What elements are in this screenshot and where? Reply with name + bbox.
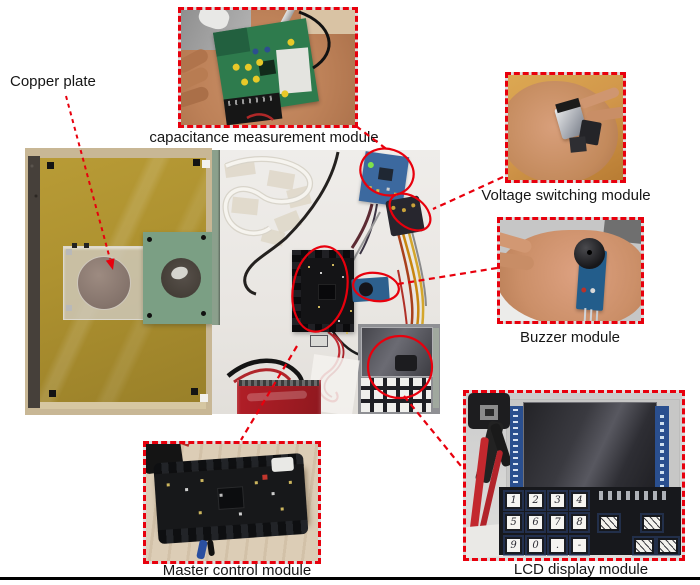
buzzer-cylinder <box>574 238 605 269</box>
key-8: 8 <box>571 514 588 531</box>
battery <box>237 380 321 414</box>
white-chip <box>202 160 210 168</box>
bottom-rule <box>0 577 700 580</box>
green-edge-strip <box>212 150 220 325</box>
master-pcb-group <box>153 452 311 549</box>
pcb-specks <box>166 483 170 487</box>
photo-master-module <box>143 441 321 564</box>
photo-lcd-module: 1 2 3 4 5 6 7 8 9 0 . - <box>463 390 685 561</box>
white-chip <box>200 394 208 402</box>
clip-notch <box>485 409 494 416</box>
gold-pins <box>391 205 396 211</box>
header-top <box>301 250 354 258</box>
label-capacitance-module: capacitance measurement module <box>149 129 379 146</box>
plastic-shine <box>246 390 308 402</box>
black-block <box>569 136 587 153</box>
lcd-pin-strip <box>510 406 523 492</box>
acrylic-box <box>63 243 145 320</box>
label-lcd-module: LCD display module <box>513 561 649 578</box>
clip-screws <box>72 243 77 248</box>
slide-switch <box>310 335 328 347</box>
white-connector <box>271 456 295 473</box>
key-dot: . <box>549 537 566 554</box>
key-7: 7 <box>549 514 566 531</box>
battery-pin-strip <box>239 380 319 386</box>
pin-marks <box>513 409 518 489</box>
corner-clamp <box>49 390 56 397</box>
pcb-led <box>581 287 587 293</box>
key-2: 2 <box>527 492 544 509</box>
lcd-screen <box>523 402 657 498</box>
key-function-2 <box>642 515 662 531</box>
pcb-dots <box>368 185 372 190</box>
buzzer-module-small <box>351 276 390 303</box>
key-3: 3 <box>549 492 566 509</box>
master-pcb-main <box>292 250 354 332</box>
main-chip <box>217 486 245 510</box>
photo-capacitance-module <box>178 7 358 128</box>
corner-clamp <box>193 159 200 166</box>
key-minus: - <box>571 537 588 554</box>
chip <box>318 284 336 300</box>
side-text-marks <box>660 412 664 488</box>
key-1: 1 <box>505 492 522 509</box>
key-0: 0 <box>527 537 544 554</box>
green-led <box>367 161 375 169</box>
electronics-board <box>212 150 440 414</box>
copper-disc-window <box>77 256 131 310</box>
key-5: 5 <box>505 514 522 531</box>
plate-screws <box>147 237 152 242</box>
pcb-edge <box>433 328 439 408</box>
buzzer-dot <box>358 281 374 297</box>
key-function-3 <box>634 538 654 554</box>
header-bottom <box>301 324 354 332</box>
label-voltage-module: Voltage switching module <box>481 187 651 204</box>
black-connector <box>468 393 510 429</box>
plate-hole <box>161 258 201 298</box>
key-function-1 <box>599 515 619 531</box>
silkscreen-marks <box>599 491 669 500</box>
header-left <box>292 250 301 332</box>
key-function-4 <box>658 538 678 554</box>
key-6: 6 <box>527 514 544 531</box>
voltage-switch-module <box>385 195 425 237</box>
dark-side-strip <box>28 156 40 408</box>
metal-clips <box>66 249 72 255</box>
box-bottom-edge <box>40 402 206 409</box>
corner-clamp <box>47 162 54 169</box>
label-master-module: Master control module <box>162 562 312 579</box>
photo-system-overview <box>25 148 440 415</box>
lcd-connector <box>395 355 417 371</box>
key-4: 4 <box>571 492 588 509</box>
chip <box>377 167 394 182</box>
label-buzzer-module: Buzzer module <box>519 329 621 346</box>
red-component <box>262 474 268 480</box>
buzzer-hole <box>587 250 592 255</box>
green-plate <box>143 232 212 324</box>
photo-buzzer-module <box>497 217 644 324</box>
copper-plate-box <box>25 148 212 415</box>
table-corner <box>301 10 355 34</box>
wire-art <box>246 10 331 121</box>
pcb-specks <box>308 266 310 268</box>
plastic-blob <box>169 264 190 282</box>
lcd-side-strip <box>655 406 669 496</box>
photo-voltage-module <box>505 72 626 183</box>
label-copper-plate: Copper plate <box>10 73 96 90</box>
corner-clamp <box>191 388 198 395</box>
key-9: 9 <box>505 537 522 554</box>
mini-keypad <box>361 378 431 412</box>
